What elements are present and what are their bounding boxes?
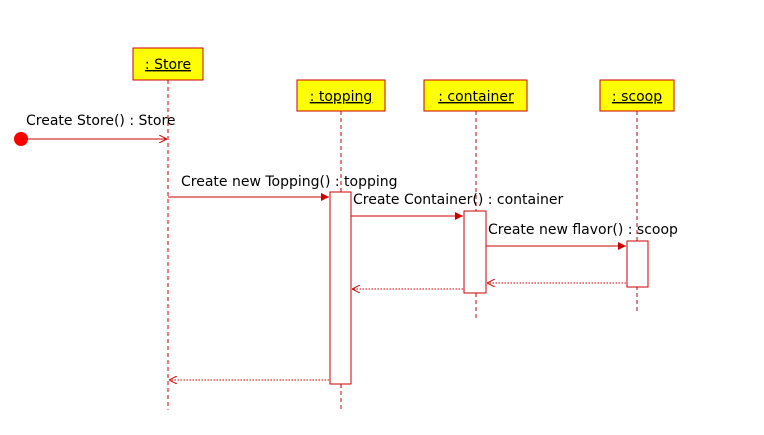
create-flavor-label: Create new flavor() : scoop — [488, 222, 678, 238]
create-container-label: Create Container() : container — [353, 192, 564, 208]
lifeline-container-label: : container — [438, 89, 514, 105]
lifeline-topping-label: : topping — [310, 89, 373, 105]
lifeline-store[interactable]: : Store — [132, 47, 204, 81]
create-topping-label: Create new Topping() : topping — [181, 174, 398, 190]
lifeline-scoop[interactable]: : scoop — [599, 79, 675, 112]
scoop-activation — [626, 240, 649, 288]
lifeline-scoop-label: : scoop — [612, 89, 662, 105]
lifeline-store-label: : Store — [145, 57, 191, 73]
create-store-label: Create Store() : Store — [26, 113, 176, 129]
lifeline-topping[interactable]: : topping — [296, 79, 386, 112]
lifeline-container[interactable]: : container — [423, 79, 528, 112]
container-activation — [463, 210, 487, 294]
topping-activation — [329, 191, 352, 385]
